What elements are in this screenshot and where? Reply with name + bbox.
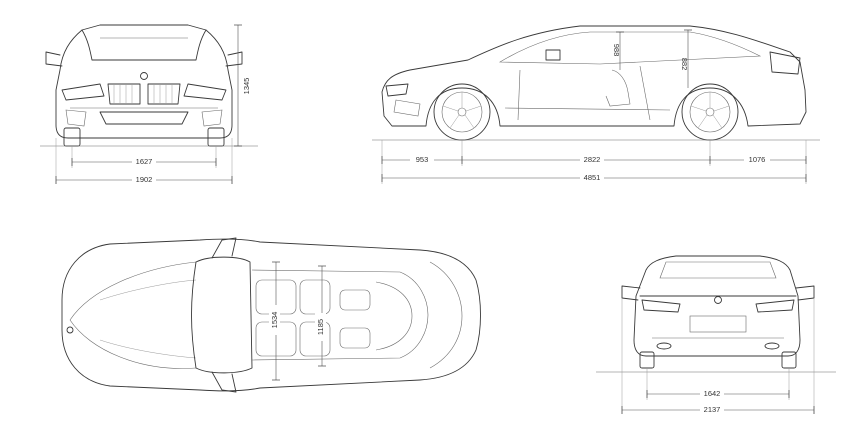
- side-view: 988 882 953 2822 1076 4851: [372, 25, 820, 184]
- rear-width-label: 2137: [704, 405, 721, 414]
- headroom-front-label: 988: [612, 44, 621, 57]
- wheelbase-label: 2822: [584, 155, 601, 164]
- front-width-label: 1902: [136, 175, 153, 184]
- front-track-label: 1627: [136, 157, 153, 166]
- rear-track-label: 1642: [704, 389, 721, 398]
- rear-overhang-label: 1076: [749, 155, 766, 164]
- overall-length-label: 4851: [584, 173, 601, 182]
- rear-view: 1642 2137: [596, 255, 836, 415]
- front-height-label: 1345: [242, 78, 251, 95]
- top-view: 1534 1185: [61, 237, 481, 393]
- front-overhang-label: 953: [416, 155, 429, 164]
- top-elbow-width-label: 1534: [270, 312, 279, 329]
- headroom-rear-label: 882: [680, 58, 689, 71]
- top-rear-width-label: 1185: [316, 319, 325, 335]
- front-view: 1345 1627 1902: [40, 24, 258, 185]
